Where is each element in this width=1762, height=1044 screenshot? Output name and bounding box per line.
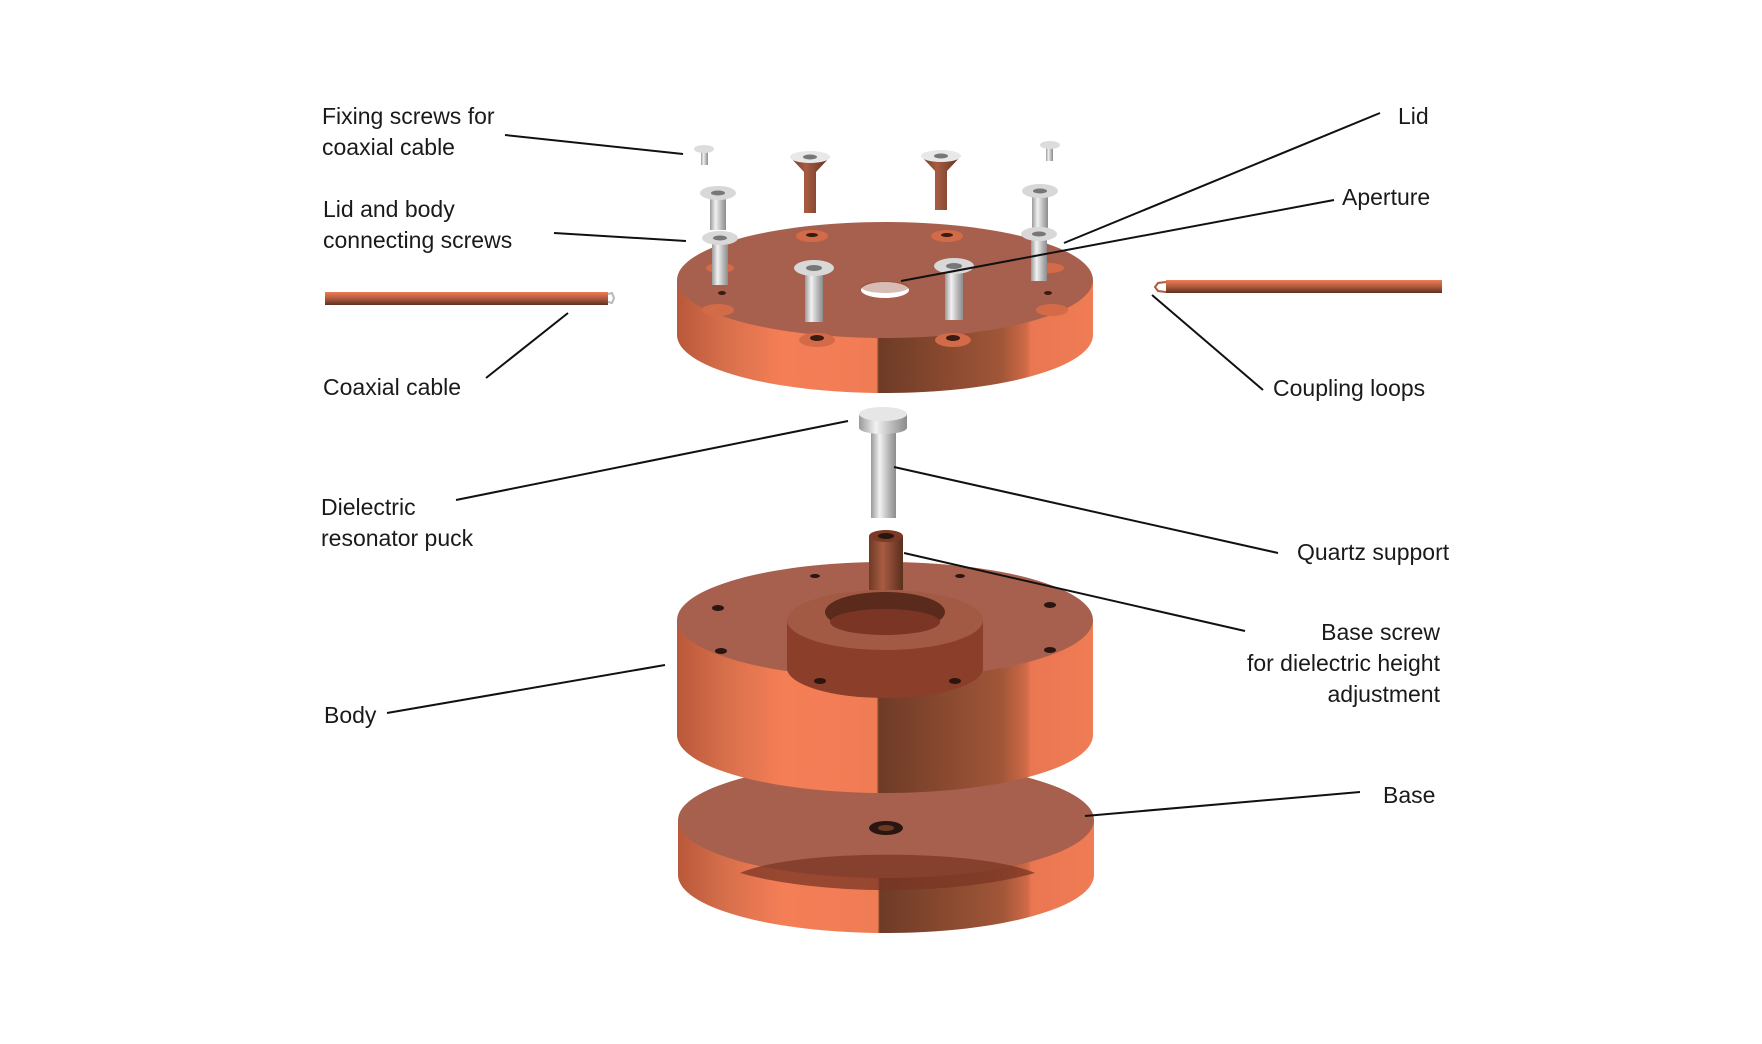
lid-part bbox=[677, 222, 1093, 393]
leader-base bbox=[1084, 791, 1361, 817]
label-aperture: Aperture bbox=[1342, 184, 1431, 210]
label-dielectric-puck: Dielectric resonator puck bbox=[321, 494, 474, 551]
leader-fixing-screws bbox=[504, 134, 684, 155]
label-lid-body-screws: Lid and body connecting screws bbox=[323, 196, 513, 253]
coaxial-cables bbox=[325, 280, 1442, 305]
leader-dielectric-puck bbox=[455, 420, 849, 501]
body-part bbox=[677, 530, 1093, 793]
leader-lid-body-screws bbox=[553, 232, 687, 242]
label-body: Body bbox=[324, 702, 377, 728]
copper-screws bbox=[790, 150, 961, 213]
leader-aperture bbox=[900, 199, 1335, 282]
label-coupling-loops: Coupling loops bbox=[1273, 375, 1426, 401]
dielectric-assembly bbox=[859, 407, 907, 518]
leader-body bbox=[386, 664, 666, 714]
base-part bbox=[678, 762, 1094, 933]
label-base: Base bbox=[1383, 782, 1436, 808]
label-coaxial-cable: Coaxial cable bbox=[323, 374, 462, 400]
leader-coaxial-cable bbox=[485, 312, 569, 379]
label-base-screw: Base screw for dielectric height adjustm… bbox=[1246, 619, 1440, 707]
label-quartz-support: Quartz support bbox=[1297, 539, 1450, 565]
fixing-screws bbox=[694, 141, 1060, 165]
leader-quartz-support bbox=[893, 466, 1279, 554]
leader-lid bbox=[1063, 112, 1381, 244]
leader-base-screw bbox=[903, 552, 1246, 632]
label-lid: Lid bbox=[1398, 103, 1429, 129]
label-fixing-screws: Fixing screws for coaxial cable bbox=[322, 103, 495, 160]
leader-coupling-loops bbox=[1151, 294, 1264, 391]
leader-lines bbox=[386, 112, 1381, 817]
lid-body-screws bbox=[700, 184, 1058, 322]
